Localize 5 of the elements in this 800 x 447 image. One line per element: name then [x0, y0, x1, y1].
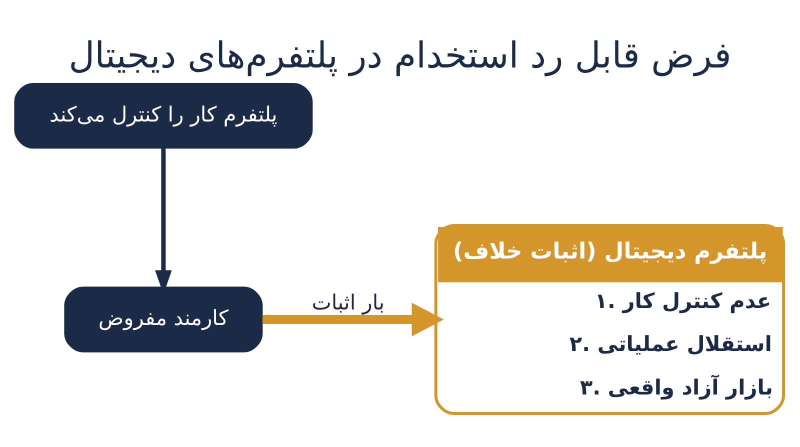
edge-label: بار اثبات [312, 290, 385, 314]
node-box: پلتفرم کار را کنترل می‌کند [14, 82, 313, 148]
node-box: کارمند مفروض [64, 286, 263, 352]
diagram-title: فرض قابل رد استخدام در پلتفرم‌های دیجیتال [68, 35, 732, 76]
arrow [262, 302, 444, 336]
